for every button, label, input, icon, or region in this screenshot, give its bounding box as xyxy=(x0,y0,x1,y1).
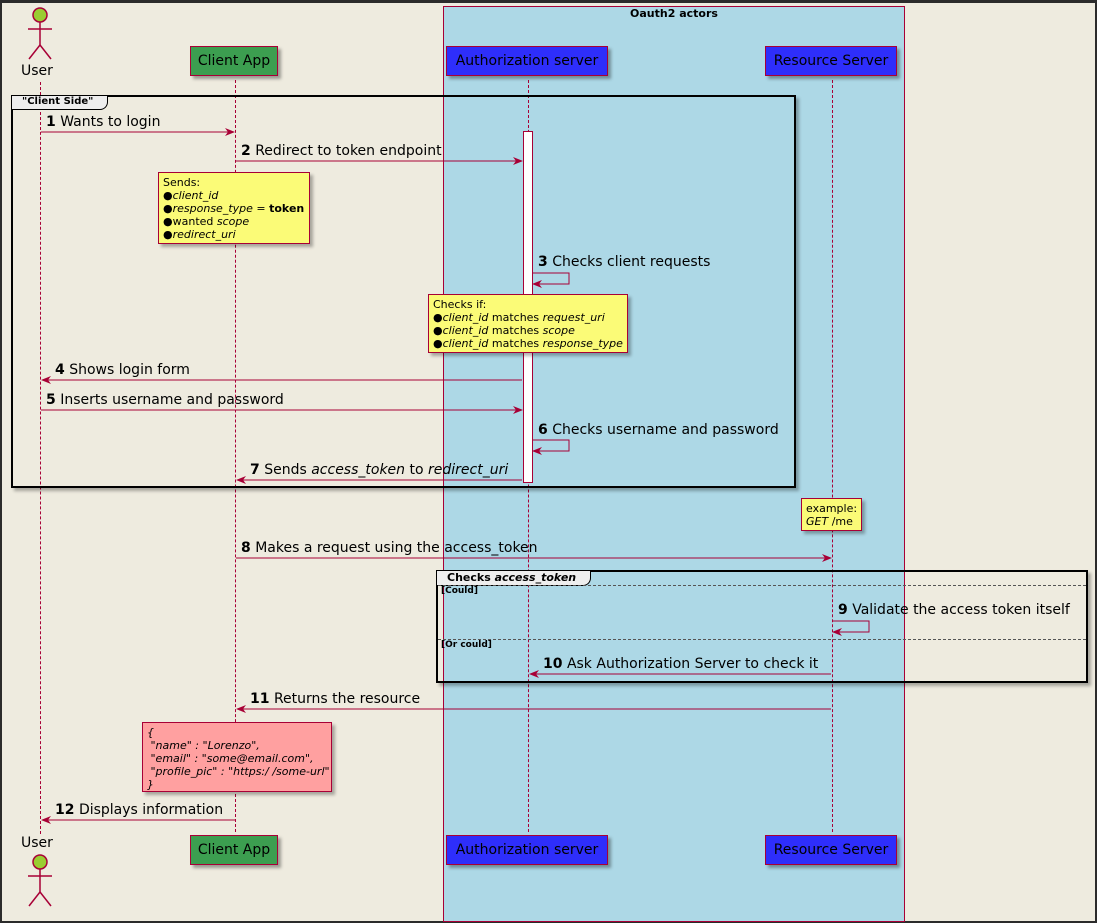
user-actor-icon xyxy=(28,7,52,60)
participant-auth-top[interactable]: Authorization server xyxy=(446,46,608,76)
alt-separator-top xyxy=(438,585,1086,586)
lifeline-client xyxy=(235,80,236,832)
participant-auth-bottom[interactable]: Authorization server xyxy=(446,835,608,865)
note-sends-item: ●client_id xyxy=(163,189,219,202)
message-4: 4 Shows login form xyxy=(55,362,190,378)
note-checks-item: ●client_id matches response_type xyxy=(433,337,623,350)
note-json-response: { "name" : "Lorenzo", "email" : "some@em… xyxy=(142,722,332,792)
note-checks-item: ●client_id matches scope xyxy=(433,324,575,337)
message-1: 1 Wants to login xyxy=(46,114,161,130)
message-8: 8 Makes a request using the access_token xyxy=(241,540,538,556)
message-2: 2 Redirect to token endpoint xyxy=(241,143,442,159)
actor-user-top[interactable]: User xyxy=(20,3,60,83)
note-sends-item: ●response_type = token xyxy=(163,202,305,215)
note-sends-item: ●redirect_uri xyxy=(163,228,236,241)
note-sends: Sends: ●client_id ●response_type = token… xyxy=(158,172,310,244)
message-12: 12 Displays information xyxy=(55,802,224,818)
note-sends-item: ●wanted scope xyxy=(163,215,250,228)
note-checks-if: Checks if: ●client_id matches request_ur… xyxy=(428,294,628,353)
client-side-frame: "Client Side" xyxy=(11,95,796,488)
actor-user-bottom[interactable]: User xyxy=(20,835,60,915)
user-actor-icon-bottom xyxy=(28,854,52,907)
note-example: example: GET /me xyxy=(801,498,862,531)
client-side-frame-title: "Client Side" xyxy=(12,96,109,110)
message-5: 5 Inserts username and password xyxy=(46,392,284,408)
message-11: 11 Returns the resource xyxy=(250,691,421,707)
oauth2-actors-title: Oauth2 actors xyxy=(630,7,718,20)
guard-or-could: [Or could] xyxy=(441,640,492,650)
guard-could: [Could] xyxy=(441,586,478,596)
participant-client-top[interactable]: Client App xyxy=(190,46,278,76)
message-7: 7 Sends access_token to redirect_uri xyxy=(250,462,509,478)
participant-resource-top[interactable]: Resource Server xyxy=(765,46,897,76)
checks-token-frame-title: Checks access_token xyxy=(437,571,592,586)
message-9: 9 Validate the access token itself xyxy=(838,602,1070,618)
alt-separator-middle xyxy=(438,639,1086,640)
lifeline-user xyxy=(40,82,41,834)
actor-user-label: User xyxy=(21,63,53,79)
message-10: 10 Ask Authorization Server to check it xyxy=(543,656,819,672)
participant-client-bottom[interactable]: Client App xyxy=(190,835,278,865)
message-6: 6 Checks username and password xyxy=(538,422,779,438)
note-checks-item: ●client_id matches request_uri xyxy=(433,311,605,324)
participant-resource-bottom[interactable]: Resource Server xyxy=(765,835,897,865)
actor-user-label-bottom: User xyxy=(21,835,53,851)
lifeline-resource xyxy=(832,80,833,832)
message-3: 3 Checks client requests xyxy=(538,254,711,270)
